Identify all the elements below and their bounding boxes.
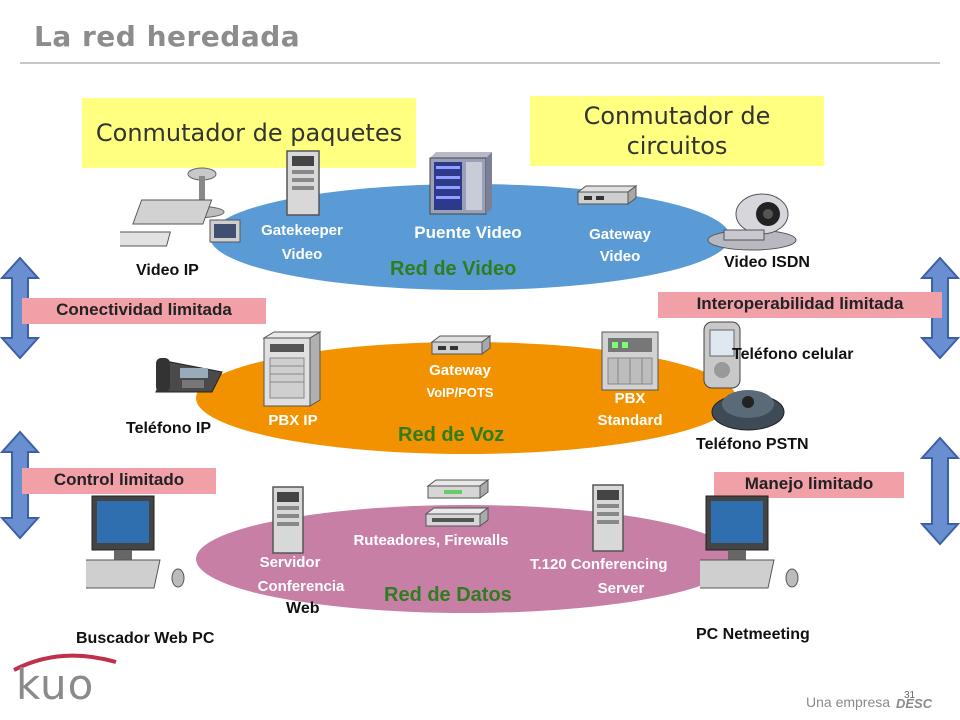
video-ip-workstation-icon bbox=[120, 167, 241, 247]
video-gateway-label-line2: Video bbox=[599, 248, 641, 265]
pbx-standard-icon bbox=[601, 331, 659, 391]
video-isdn-label: Video ISDN bbox=[724, 254, 810, 271]
pstn-conference-phone-icon bbox=[711, 390, 785, 431]
netmeeting-pc-label: PC Netmeeting bbox=[696, 626, 810, 643]
web-server-label-line3: Web bbox=[286, 600, 320, 617]
routers-firewalls-label: Ruteadores, Firewalls bbox=[353, 532, 509, 549]
web-server-label-line2: Conferencia bbox=[257, 578, 345, 595]
netmeeting-pc-icon bbox=[700, 495, 799, 589]
kuo-logo-text: kuo bbox=[16, 660, 95, 709]
circuit-switch-box: Conmutador de circuitos bbox=[530, 96, 824, 166]
packet-switch-box: Conmutador de paquetes bbox=[82, 98, 416, 168]
video-bridge-rack-icon bbox=[429, 152, 492, 215]
video-isdn-camera-icon bbox=[707, 193, 797, 251]
pbx-standard-label-line2: Standard bbox=[597, 412, 663, 429]
ip-phone-icon bbox=[155, 358, 223, 393]
voice-network-label: Red de Voz bbox=[398, 424, 505, 446]
limited-management-label: Manejo limitado bbox=[714, 472, 904, 498]
video-network-label: Red de Video bbox=[390, 258, 517, 280]
firewall-icon bbox=[424, 507, 490, 527]
browser-pc-label: Buscador Web PC bbox=[76, 630, 215, 647]
pstn-phone-label: Teléfono PSTN bbox=[696, 436, 809, 453]
video-ip-label: Video IP bbox=[136, 262, 199, 279]
voip-gateway-label-line1: Gateway bbox=[429, 362, 491, 379]
page-number: 31 bbox=[904, 690, 916, 701]
t120-server-label-line2: Server bbox=[597, 580, 645, 597]
t120-server-label-line1: T.120 Conferencing bbox=[530, 556, 668, 573]
cell-phone-label: Teléfono celular bbox=[732, 346, 854, 363]
t120-server-icon bbox=[592, 484, 624, 552]
cell-phone-icon bbox=[703, 321, 741, 389]
pbx-ip-label: PBX IP bbox=[268, 412, 318, 429]
kuo-logo-swoosh bbox=[13, 653, 117, 672]
page-title: La red heredada bbox=[34, 20, 301, 53]
right-bottom-double-arrow bbox=[920, 436, 960, 546]
tagline-text: Una empresa bbox=[806, 694, 891, 710]
router-icon bbox=[426, 479, 490, 499]
limited-control-label: Control limitado bbox=[22, 468, 216, 494]
limited-connectivity-label: Conectividad limitada bbox=[22, 298, 266, 324]
limited-interoperability-label: Interoperabilidad limitada bbox=[658, 292, 942, 318]
voip-gateway-icon bbox=[430, 335, 492, 355]
video-gateway-label-line1: Gateway bbox=[589, 226, 651, 243]
pbx-standard-label-line1: PBX bbox=[614, 390, 646, 407]
web-conference-server-icon bbox=[272, 486, 304, 554]
title-divider bbox=[20, 62, 940, 64]
desc-brand-text: DESC bbox=[896, 696, 933, 711]
pbx-ip-server-icon bbox=[262, 331, 322, 407]
video-bridge-label: Puente Video bbox=[414, 223, 522, 242]
data-network-label: Red de Datos bbox=[384, 584, 512, 606]
web-server-label-line1: Servidor bbox=[259, 554, 321, 571]
browser-pc-icon bbox=[86, 495, 185, 589]
gatekeeper-label-line1: Gatekeeper bbox=[261, 222, 343, 239]
gatekeeper-label-line2: Video bbox=[281, 246, 323, 263]
video-gateway-icon bbox=[576, 185, 638, 205]
left-top-double-arrow bbox=[0, 256, 40, 360]
left-bottom-double-arrow bbox=[0, 430, 40, 540]
voip-gateway-label-line2: VoIP/POTS bbox=[426, 385, 494, 400]
ip-phone-label: Teléfono IP bbox=[126, 420, 212, 437]
gatekeeper-server-icon bbox=[286, 150, 320, 216]
